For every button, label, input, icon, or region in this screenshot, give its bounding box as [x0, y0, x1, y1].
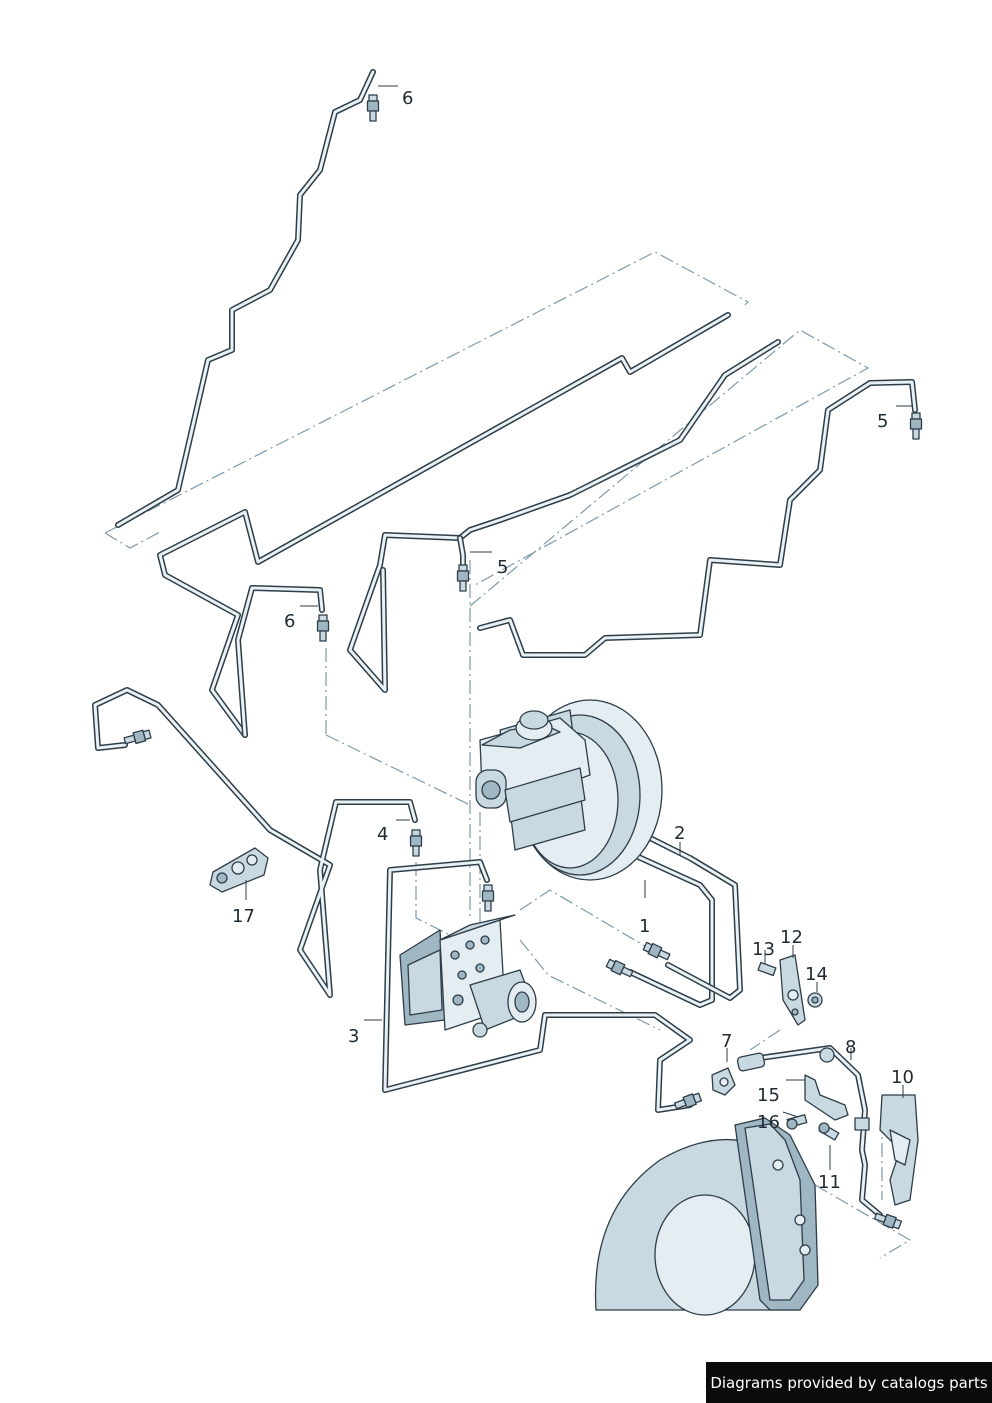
fitting-5-right	[909, 412, 923, 440]
credit-banner: Diagrams provided by catalogs parts	[706, 1362, 992, 1403]
pipe-right-long	[477, 379, 918, 658]
callout-8: 8	[845, 1037, 856, 1058]
callout-15: 15	[757, 1085, 780, 1106]
clip-7	[711, 1067, 736, 1096]
master-cylinder	[475, 710, 591, 823]
bracket-10	[879, 1094, 919, 1206]
callout-17: 17	[232, 906, 255, 927]
callout-2: 2	[674, 823, 685, 844]
callout-7: 7	[721, 1031, 732, 1052]
bracket-15	[804, 1074, 849, 1121]
callout-5-left: 5	[497, 557, 508, 578]
pipe-2	[607, 815, 743, 1001]
pipe-upper-cross	[157, 312, 731, 738]
fitting-6-left	[316, 614, 330, 642]
bolt-13	[757, 961, 777, 977]
nut-14	[807, 992, 823, 1008]
callout-11: 11	[818, 1172, 841, 1193]
pipe-clip-17	[209, 847, 269, 893]
pipe-1	[587, 832, 715, 1008]
fitting-6-top	[366, 94, 380, 122]
callout-16: 16	[757, 1112, 780, 1133]
callout-1: 1	[639, 916, 650, 937]
fitting-left-front	[122, 728, 153, 747]
callout-13: 13	[752, 939, 775, 960]
guide-lines	[104, 251, 912, 1259]
hose-8-collars	[736, 1047, 870, 1131]
pipe-3-loop	[382, 859, 693, 1113]
pipe-left-front	[92, 687, 418, 998]
brake-pipes	[92, 69, 918, 1218]
pipe-rear-left-long	[115, 69, 376, 528]
brake-disc-caliper	[594, 1117, 819, 1316]
pipe-mid-cross	[347, 339, 781, 693]
callout-14: 14	[805, 964, 828, 985]
fitting-2-abs	[605, 957, 635, 980]
callout-5-right: 5	[877, 411, 888, 432]
bolt-16	[786, 1114, 808, 1130]
callout-3: 3	[348, 1026, 359, 1047]
callout-labels: 6 6 5 5 4 2 1 3 17 7 8 13 12 14 15 16 11…	[232, 88, 914, 1193]
bracket-12	[779, 954, 806, 1026]
callout-6-left: 6	[284, 611, 295, 632]
callout-12: 12	[780, 927, 803, 948]
fitting-5-left	[456, 564, 470, 592]
pipe-5-drop	[457, 535, 466, 568]
fitting-4	[409, 829, 423, 857]
pipe-6-loop	[235, 585, 325, 738]
bolt-11	[818, 1122, 840, 1141]
pipe-fittings	[122, 94, 923, 1231]
callout-4: 4	[377, 824, 388, 845]
callout-6-top: 6	[402, 88, 413, 109]
callout-10: 10	[891, 1067, 914, 1088]
fitting-1-abs	[642, 940, 672, 963]
fitting-abs-top	[481, 884, 495, 912]
leader-lines	[245, 85, 912, 1170]
abs-hydraulic-unit	[399, 914, 537, 1038]
